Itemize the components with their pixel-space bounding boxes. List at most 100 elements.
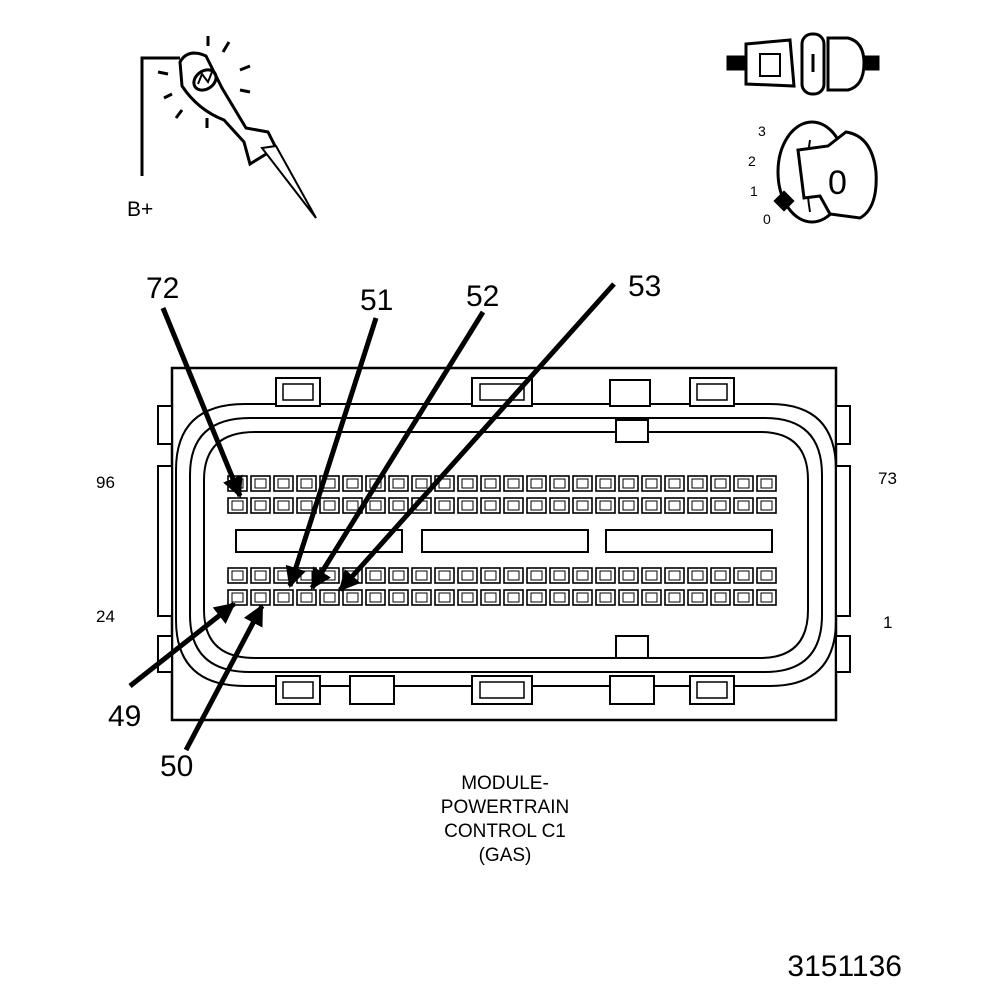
ignition-position-3: 3 — [758, 123, 766, 139]
ignition-key-label: 0 — [828, 164, 847, 202]
terminal-cavity — [664, 589, 685, 606]
terminal-cavity-inner — [553, 500, 566, 511]
terminal-cavity-inner — [461, 592, 474, 603]
terminal-cavity-inner — [254, 478, 267, 489]
terminal-cavity — [342, 589, 363, 606]
terminal-cavity — [388, 567, 409, 584]
terminal-cavity — [411, 475, 432, 492]
callout-arrows — [128, 282, 616, 752]
terminal-cavity — [319, 589, 340, 606]
terminal-cavity — [664, 497, 685, 514]
terminal-cavity-inner — [346, 500, 359, 511]
test-lamp-icon — [140, 36, 317, 219]
callout-label-52: 52 — [466, 280, 499, 313]
terminal-cavity — [710, 589, 731, 606]
terminal-cavity — [365, 567, 386, 584]
terminal-cavity-inner — [645, 500, 658, 511]
terminal-cavity — [595, 497, 616, 514]
terminal-cavity — [457, 589, 478, 606]
terminal-cavity — [641, 589, 662, 606]
pin-label-73: 73 — [878, 469, 897, 488]
terminal-cavity — [503, 475, 524, 492]
terminal-cavity-inner — [645, 592, 658, 603]
connector-caption: MODULE- POWERTRAIN CONTROL C1 (GAS) — [380, 772, 630, 868]
terminal-cavity-inner — [231, 570, 244, 581]
terminal-cavity-inner — [507, 570, 520, 581]
terminal-cavity-inner — [277, 478, 290, 489]
ignition-position-0: 0 — [763, 211, 771, 227]
terminal-cavity — [503, 589, 524, 606]
terminal-cavity-inner — [484, 570, 497, 581]
terminal-cavity — [273, 475, 294, 492]
terminal-cavity — [733, 567, 754, 584]
callout-arrow-53 — [338, 282, 616, 592]
terminal-cavity-inner — [622, 500, 635, 511]
terminal-cavity-inner — [714, 500, 727, 511]
terminal-cavity — [595, 475, 616, 492]
terminal-cavity — [641, 475, 662, 492]
terminal-cavity — [434, 589, 455, 606]
terminal-cavity-inner — [415, 478, 428, 489]
terminal-cavity-inner — [760, 478, 773, 489]
terminal-cavity — [342, 475, 363, 492]
terminal-cavity — [687, 589, 708, 606]
terminal-cavity — [687, 475, 708, 492]
terminal-cavity-inner — [369, 592, 382, 603]
terminal-cavity — [526, 589, 547, 606]
terminal-cavity-inner — [530, 500, 543, 511]
terminal-cavity-inner — [737, 592, 750, 603]
terminal-cavity — [641, 567, 662, 584]
terminal-cavity — [227, 497, 248, 514]
terminal-cavity-inner — [323, 500, 336, 511]
terminal-cavity — [733, 589, 754, 606]
terminal-cavity — [273, 589, 294, 606]
terminal-cavity-inner — [530, 570, 543, 581]
terminal-cavity-inner — [438, 500, 451, 511]
terminal-cavity-inner — [415, 592, 428, 603]
terminal-cavity-inner — [484, 500, 497, 511]
terminal-cavity — [687, 567, 708, 584]
terminal-cavity — [457, 567, 478, 584]
terminal-cavity-inner — [300, 500, 313, 511]
terminal-cavity-inner — [484, 592, 497, 603]
terminal-cavity — [572, 475, 593, 492]
terminal-cavity — [434, 497, 455, 514]
terminal-cavity-inner — [484, 478, 497, 489]
terminal-cavity — [526, 497, 547, 514]
terminal-cavity-inner — [392, 570, 405, 581]
callout-label-51: 51 — [360, 284, 393, 317]
terminal-cavity — [319, 497, 340, 514]
terminal-cavity — [618, 589, 639, 606]
terminal-cavity-inner — [438, 592, 451, 603]
terminal-cavity-inner — [323, 592, 336, 603]
terminal-cavity-inner — [576, 570, 589, 581]
terminal-cavity-inner — [714, 592, 727, 603]
terminal-cavity-inner — [668, 570, 681, 581]
terminal-cavity-inner — [668, 478, 681, 489]
terminal-cavity-inner — [576, 500, 589, 511]
terminal-cavity — [549, 589, 570, 606]
terminal-cavity — [618, 567, 639, 584]
terminal-cavity-inner — [254, 592, 267, 603]
terminal-cavity-inner — [392, 500, 405, 511]
pin-label-1: 1 — [883, 613, 892, 632]
terminal-cavity-inner — [415, 570, 428, 581]
terminal-cavity-inner — [737, 478, 750, 489]
terminal-cavity — [388, 589, 409, 606]
terminal-cavity-inner — [576, 478, 589, 489]
terminal-cavity — [595, 567, 616, 584]
terminal-cavity-inner — [231, 500, 244, 511]
terminal-cavity-inner — [645, 570, 658, 581]
terminal-cavity — [411, 589, 432, 606]
terminal-cavity-inner — [599, 478, 612, 489]
terminal-cavity — [480, 497, 501, 514]
terminal-cavity-inner — [622, 592, 635, 603]
terminal-cavity — [296, 589, 317, 606]
ignition-position-2: 2 — [748, 153, 756, 169]
terminal-cavity-inner — [714, 478, 727, 489]
terminal-cavity-inner — [461, 500, 474, 511]
ignition-position-1: 1 — [750, 183, 758, 199]
terminal-cavity-inner — [668, 500, 681, 511]
terminal-cavity-inner — [553, 570, 566, 581]
